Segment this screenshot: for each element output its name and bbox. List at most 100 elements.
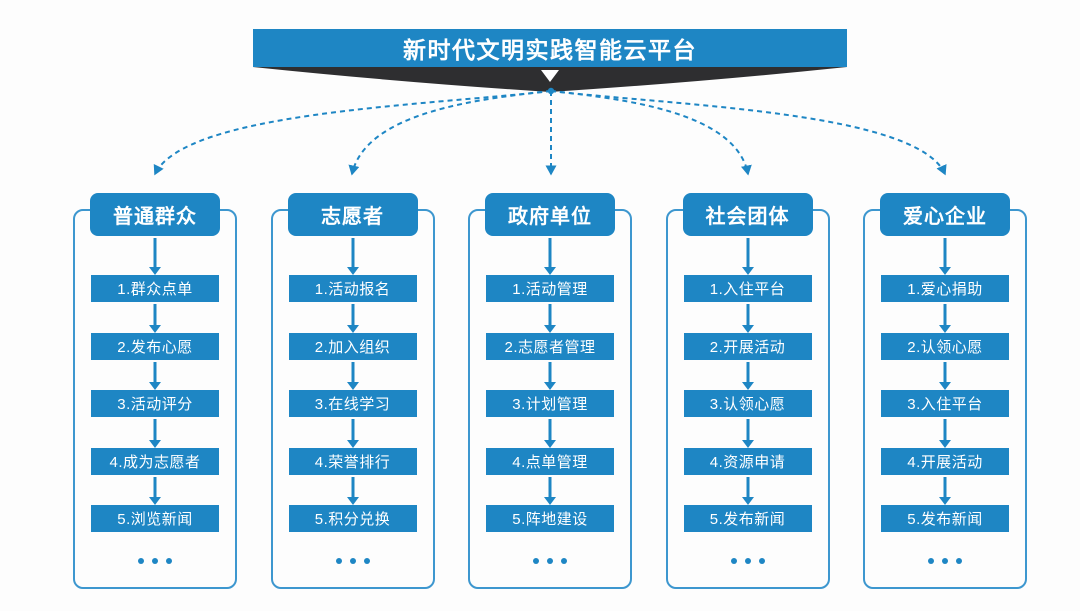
down-arrow-icon [541,70,559,82]
flow-step: 4.点单管理 [486,447,614,475]
flow-step-label: 2.志愿者管理 [504,338,596,356]
flow-step: 5.阵地建设 [486,505,614,532]
role-column-2: 志愿者 1.活动报名 2.加入组织 3.在线学习 4.荣誉排行 5.积分兑换 [270,193,435,592]
column-header: 普通群众 [90,193,220,236]
flow-step: 3.计划管理 [486,390,614,417]
flow-arrow-icon [741,302,755,333]
flow-step: 1.活动管理 [486,275,614,302]
connector-to-column-5 [550,90,947,176]
ellipsis-icon [335,558,370,564]
flow-step: 2.加入组织 [288,332,417,360]
flow-step: 4.开展活动 [881,447,1009,475]
connector-to-column-4 [550,90,752,176]
flow-arrow-icon [148,302,162,333]
column-header-label: 普通群众 [113,206,197,228]
flow-step: 5.浏览新闻 [91,505,219,532]
column-header-label: 政府单位 [508,206,592,228]
flow-step-label: 2.加入组织 [314,338,391,356]
role-column-5: 爱心企业 1.爱心捐助 2.认领心愿 3.入住平台 4.开展活动 5.发布新闻 [863,193,1027,592]
flow-arrow-icon [938,417,952,448]
flow-step-label: 3.计划管理 [512,396,588,413]
flow-step-label: 4.资源申请 [709,453,786,471]
flow-step: 3.在线学习 [288,390,417,417]
flow-step: 5.发布新闻 [881,505,1009,532]
flow-step: 1.爱心捐助 [881,275,1009,302]
platform-title: 新时代文明实践智能云平台 [403,37,697,63]
flow-arrow-icon [148,417,162,448]
connector-to-column-1 [153,90,552,176]
flow-arrow-icon [346,302,360,333]
flow-step: 4.资源申请 [683,447,812,475]
flow-step-label: 3.在线学习 [314,396,391,413]
column-header: 爱心企业 [880,193,1010,236]
flow-step: 1.活动报名 [288,275,417,302]
flow-step: 5.积分兑换 [288,505,417,532]
flow-arrow-icon [741,236,755,275]
flow-arrow-icon [346,417,360,448]
flow-arrow-icon [938,302,952,333]
flow-step-label: 5.阵地建设 [512,511,588,528]
flow-step-label: 3.入住平台 [907,396,983,413]
flow-step: 4.荣誉排行 [288,447,417,475]
flow-arrow-icon [543,236,557,275]
flow-step-label: 3.认领心愿 [709,396,786,413]
flow-step-label: 5.发布新闻 [709,511,786,528]
flow-arrow-icon [741,475,755,506]
flow-step-label: 1.活动管理 [512,281,588,298]
flow-arrow-icon [148,475,162,506]
flow-step-label: 5.发布新闻 [907,511,983,528]
flow-step: 3.活动评分 [91,390,219,417]
flow-arrow-icon [346,236,360,275]
flow-arrow-icon [346,475,360,506]
flow-step: 1.入住平台 [683,275,812,302]
flow-step-label: 4.开展活动 [907,453,983,471]
flow-arrow-icon [543,302,557,333]
column-header-label: 志愿者 [321,206,384,228]
flow-step-label: 4.成为志愿者 [109,453,201,471]
role-column-1: 普通群众 1.群众点单 2.发布心愿 3.活动评分 4.成为志愿者 5.浏览新闻 [73,193,237,592]
flow-step-label: 1.活动报名 [314,281,391,298]
flow-step: 3.入住平台 [881,390,1009,417]
banner-ribbon [253,67,847,92]
column-header-label: 社会团体 [705,206,790,228]
platform-title-banner: 新时代文明实践智能云平台 [253,29,847,67]
column-header: 政府单位 [485,193,615,236]
flow-step-label: 5.积分兑换 [314,511,391,528]
flow-step: 1.群众点单 [91,275,219,302]
flow-arrow-icon [938,360,952,391]
role-column-3: 政府单位 1.活动管理 2.志愿者管理 3.计划管理 4.点单管理 5.阵地建设 [468,193,632,592]
flow-step-label: 1.入住平台 [709,281,786,298]
role-column-4: 社会团体 1.入住平台 2.开展活动 3.认领心愿 4.资源申请 5.发布新闻 [665,193,830,592]
flow-step-label: 4.点单管理 [512,453,588,471]
column-header-label: 爱心企业 [903,206,987,228]
flow-step: 2.发布心愿 [91,332,219,360]
column-header: 社会团体 [682,193,813,236]
ellipsis-icon [928,558,962,564]
flow-step-label: 2.开展活动 [709,338,786,356]
flow-step: 2.开展活动 [683,332,812,360]
flow-step-label: 4.荣誉排行 [314,453,391,471]
ellipsis-icon [533,558,567,564]
column-header: 志愿者 [287,193,418,236]
flow-arrow-icon [148,236,162,275]
flow-step-label: 2.认领心愿 [907,338,983,356]
flow-arrow-icon [741,417,755,448]
role-columns: 普通群众 1.群众点单 2.发布心愿 3.活动评分 4.成为志愿者 5.浏览新闻 志愿者 1.… [73,193,1027,592]
flow-step-label: 1.爱心捐助 [907,281,983,298]
ellipsis-icon [730,558,765,564]
flow-step: 2.认领心愿 [881,332,1009,360]
flow-step-label: 3.活动评分 [117,396,193,413]
flow-step: 2.志愿者管理 [486,332,614,360]
flow-arrow-icon [938,236,952,275]
flow-arrow-icon [346,360,360,391]
flow-step: 3.认领心愿 [683,390,812,417]
flow-step-label: 1.群众点单 [117,281,193,298]
flow-step: 4.成为志愿者 [91,447,219,475]
flow-arrow-icon [741,360,755,391]
flow-arrow-icon [543,475,557,506]
flow-arrow-icon [543,417,557,448]
ellipsis-icon [138,558,172,564]
flow-step-label: 2.发布心愿 [117,338,193,356]
connector-to-column-2 [348,90,552,176]
